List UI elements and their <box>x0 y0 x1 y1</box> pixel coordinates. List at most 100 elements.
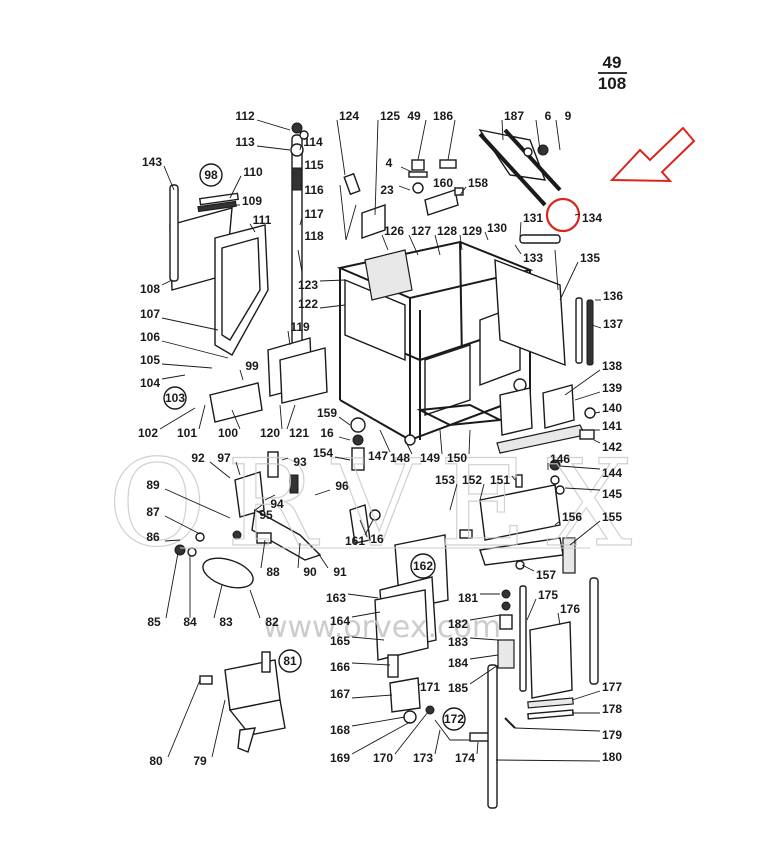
leader-line-186 <box>447 119 456 161</box>
leader-line-166 <box>351 662 391 666</box>
leader-line-135 <box>559 261 579 301</box>
callout-124: 124 <box>339 109 359 123</box>
leader-line-180 <box>495 759 601 762</box>
leader-line-91 <box>317 552 329 569</box>
callout-164: 164 <box>330 614 350 628</box>
leader-line-177 <box>571 690 601 701</box>
leader-line-170 <box>394 711 429 755</box>
leader-line-168 <box>351 716 406 727</box>
callout-85: 85 <box>147 615 161 629</box>
leader-line-153 <box>449 483 458 511</box>
leader-line-171 <box>417 682 421 686</box>
leader-line-99 <box>239 369 244 381</box>
callout-173: 173 <box>413 751 433 765</box>
callout-179: 179 <box>602 728 622 742</box>
leader-line-150 <box>468 429 471 455</box>
leader-line-83 <box>213 584 223 619</box>
callout-83: 83 <box>219 615 233 629</box>
callout-176: 176 <box>560 602 580 616</box>
callout-184: 184 <box>448 656 468 670</box>
callout-175: 175 <box>538 588 558 602</box>
callout-89: 89 <box>146 478 160 492</box>
callout-118: 118 <box>304 229 324 243</box>
callout-9: 9 <box>565 109 572 123</box>
leader-line-9 <box>555 119 561 151</box>
callout-169: 169 <box>330 751 350 765</box>
leader-line-159 <box>338 416 351 426</box>
leader-line-110 <box>229 175 242 199</box>
leader-line-121 <box>286 404 296 430</box>
callout-138: 138 <box>602 359 622 373</box>
leader-line-149 <box>439 429 443 455</box>
callout-4: 4 <box>386 156 393 170</box>
callout-126: 126 <box>384 224 404 238</box>
top-linkage <box>439 128 562 244</box>
callout-82: 82 <box>265 615 279 629</box>
right-lower-panels <box>504 577 599 729</box>
leader-line-148 <box>404 439 413 455</box>
leader-line-126 <box>381 234 389 251</box>
leader-line-184 <box>469 654 499 660</box>
leader-line-114 <box>299 145 302 151</box>
callout-105: 105 <box>140 353 160 367</box>
callout-106: 106 <box>140 330 160 344</box>
leader-line-87 <box>164 515 201 535</box>
leader-line-16 <box>338 436 351 441</box>
callout-172: 172 <box>444 712 464 726</box>
callout-130: 130 <box>487 221 507 235</box>
callout-103: 103 <box>165 391 185 405</box>
leader-line-130 <box>484 231 489 241</box>
leader-line-85 <box>165 552 179 619</box>
callout-109: 109 <box>242 194 262 208</box>
leader-line-185 <box>469 664 499 685</box>
callout-114: 114 <box>303 135 323 149</box>
leader-line-147 <box>379 429 391 453</box>
leader-line-49 <box>417 119 427 161</box>
leader-line-157 <box>521 564 535 572</box>
callout-81: 81 <box>283 654 297 668</box>
leader-line-152 <box>479 483 485 501</box>
callout-144: 144 <box>602 466 622 480</box>
left-door <box>169 184 269 356</box>
callout-148: 148 <box>390 451 410 465</box>
callout-156: 156 <box>562 510 582 524</box>
leader-line-105 <box>161 363 213 369</box>
leader-line-82 <box>249 589 261 619</box>
callout-150: 150 <box>447 451 467 465</box>
leader-line-131 <box>519 221 522 238</box>
callout-158: 158 <box>468 176 488 190</box>
hinge-bar <box>339 159 459 241</box>
callout-99: 99 <box>245 359 259 373</box>
callout-84: 84 <box>183 615 197 629</box>
leader-line-95 <box>253 504 263 512</box>
cabin-frame <box>336 240 534 446</box>
callout-92: 92 <box>191 451 205 465</box>
callout-98: 98 <box>204 168 218 182</box>
callout-166: 166 <box>330 660 350 674</box>
leader-line-90 <box>297 542 301 569</box>
side-rails <box>496 384 596 454</box>
callout-101: 101 <box>177 426 197 440</box>
leader-line-173 <box>434 729 441 755</box>
callout-170: 170 <box>373 751 393 765</box>
callout-181: 181 <box>458 591 478 605</box>
callout-162: 162 <box>413 559 433 573</box>
callout-95: 95 <box>259 508 273 522</box>
callout-160: 160 <box>433 176 453 190</box>
box-assembly <box>199 651 286 753</box>
callout-154: 154 <box>313 446 333 460</box>
callout-135: 135 <box>580 251 600 265</box>
leader-line-163 <box>347 593 379 599</box>
leader-line-139 <box>574 391 601 401</box>
leader-line-107 <box>161 317 219 331</box>
leader-line-101 <box>198 404 206 430</box>
leader-line-158 <box>459 186 467 196</box>
leader-line-80 <box>167 679 201 758</box>
callout-23: 23 <box>380 183 394 197</box>
callout-115: 115 <box>304 158 324 172</box>
leader-line-129 <box>459 234 463 251</box>
callout-151: 151 <box>490 473 510 487</box>
leader-line-16b <box>364 519 374 536</box>
callout-49: 49 <box>407 109 421 123</box>
